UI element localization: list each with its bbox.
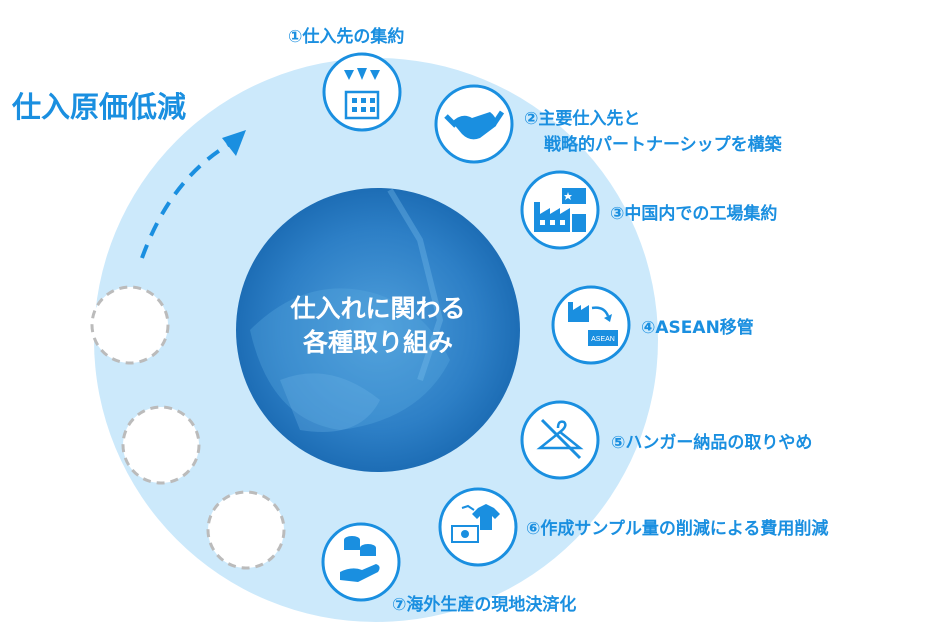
handshake-icon — [434, 84, 514, 164]
item-label-4: ④ASEAN移管 — [641, 318, 754, 338]
item-label-3: ③中国内での工場集約 — [610, 204, 778, 224]
placeholder-circle — [121, 405, 201, 485]
item-label-2-line2: 戦略的パートナーシップを構築 — [544, 135, 782, 155]
item-label-5: ⑤ハンガー納品の取りやめ — [611, 433, 813, 453]
item-label-1: ①仕入先の集約 — [288, 27, 405, 47]
asean-tag: ASEAN — [591, 336, 615, 343]
factory-to-asean-icon: ASEAN — [551, 285, 631, 365]
diagram-title: 仕入原価低減 — [12, 90, 187, 124]
no-hanger-icon — [520, 400, 600, 480]
factory-china-flag-icon — [520, 170, 600, 250]
center-label: 仕入れに関わる 各種取り組み — [238, 292, 518, 360]
item-label-7: ⑦海外生産の現地決済化 — [392, 595, 577, 615]
item-label-6: ⑥作成サンプル量の削減による費用削減 — [526, 519, 829, 539]
center-circle — [236, 188, 520, 472]
center-label-line1: 仕入れに関わる — [290, 294, 466, 323]
clothes-money-icon — [438, 487, 518, 567]
progress-arrow — [140, 130, 246, 259]
building-arrows-icon — [322, 52, 402, 132]
placeholder-circle — [90, 285, 170, 365]
center-label-line2: 各種取り組み — [302, 328, 453, 357]
placeholder-circle — [206, 490, 286, 570]
coins-hand-icon — [321, 522, 401, 602]
item-label-2-line1: ②主要仕入先と — [524, 109, 641, 129]
